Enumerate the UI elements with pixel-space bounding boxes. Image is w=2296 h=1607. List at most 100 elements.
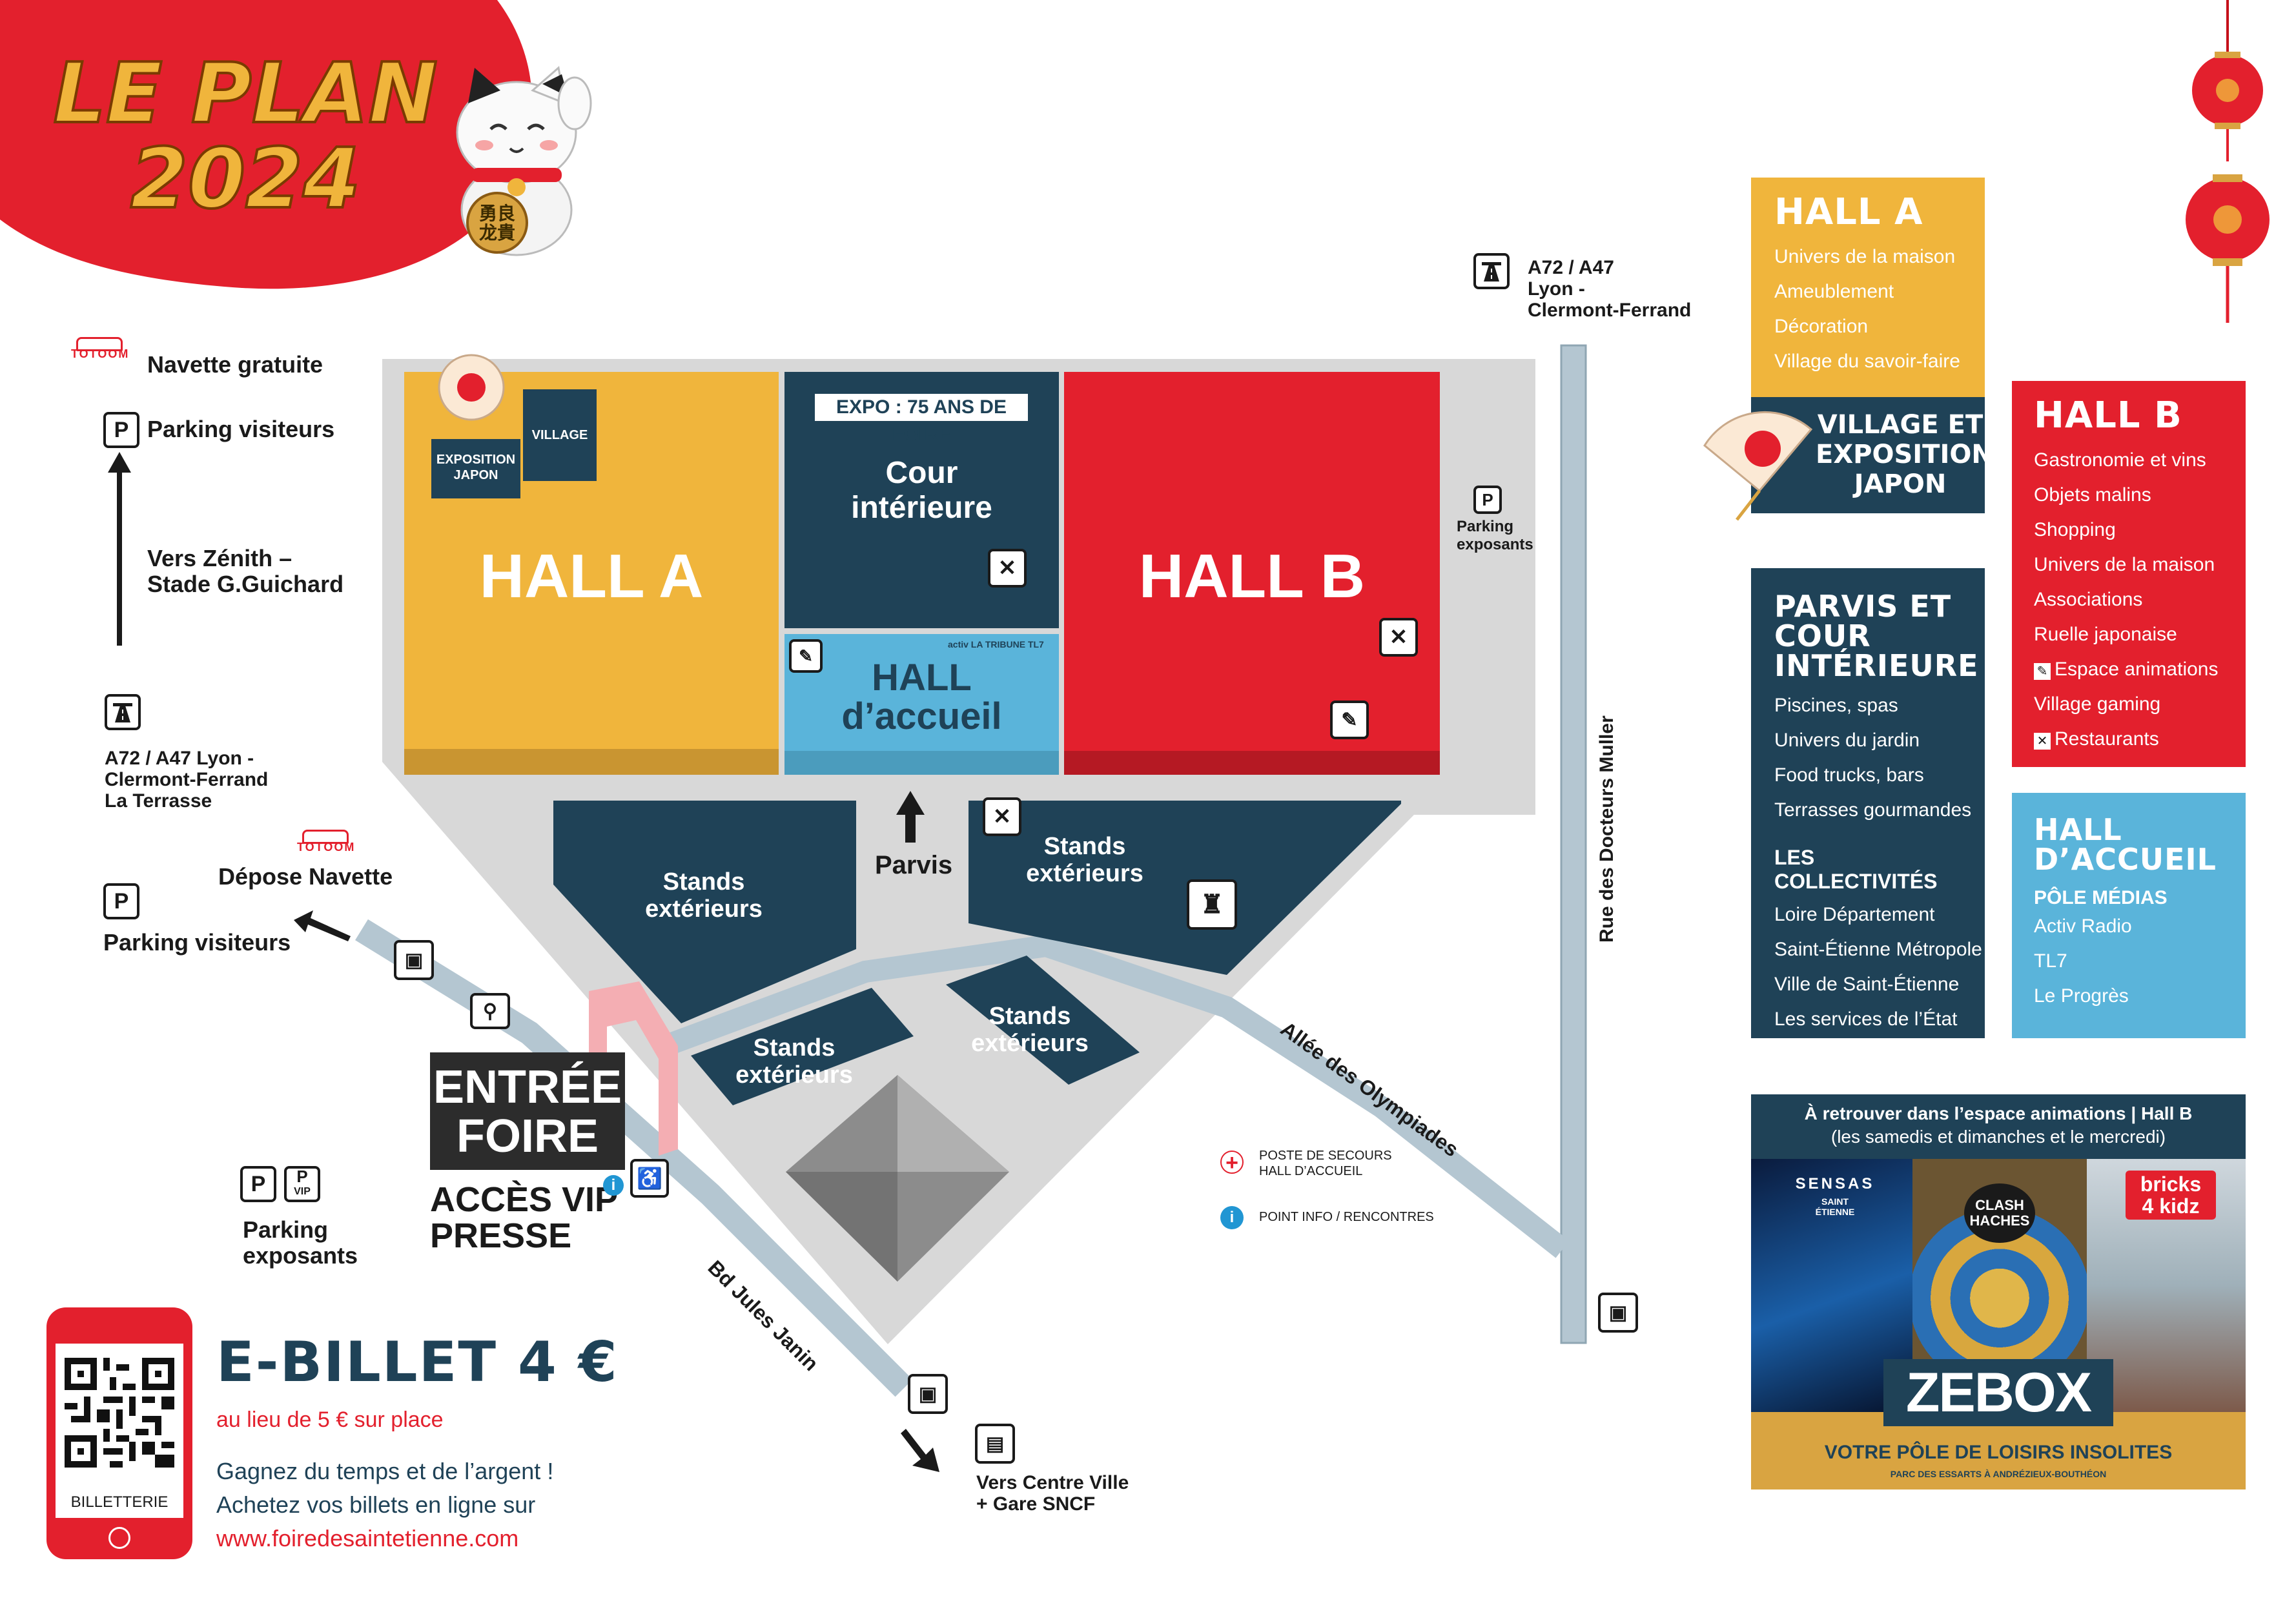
expo-banner: EXPO : 75 ANS DE FOIRE — [815, 394, 1028, 445]
ticket-sub: au lieu de 5 € sur place — [216, 1407, 444, 1432]
promo-address: PARC DES ESSARTS À ANDRÉZIEUX-BOUTHÉON — [1890, 1469, 2107, 1479]
sidebar-accueil-item: Le Progrès — [2034, 985, 2129, 1007]
fan-icon — [1703, 411, 1813, 521]
restaurant-mini-icon: ✕ — [2034, 733, 2051, 750]
lucky-cat-icon — [456, 66, 592, 256]
sidebar-hall-a-title: HALL A — [1774, 191, 1923, 233]
village-label: VILLAGE — [531, 428, 588, 442]
phone-label: BILLETTERIE — [70, 1493, 169, 1511]
bus-icon: ▣ — [394, 940, 434, 980]
highway-icon — [105, 694, 141, 730]
navette-label: Navette gratuite — [147, 351, 323, 378]
sidebar-hall-a: HALL A Univers de la maison Ameublement … — [1751, 178, 1985, 397]
promo-tagline: VOTRE PÔLE DE LOISIRS INSOLITES — [1824, 1442, 2173, 1463]
arrow-up-icon — [108, 452, 131, 646]
stands-block-4 — [946, 956, 1140, 1085]
title-line-2: 2024 — [129, 131, 362, 227]
arrow-left-icon — [294, 910, 351, 941]
rue-label: Rue des Docteurs Muller — [1596, 715, 1617, 943]
cour-label: Cour intérieure — [851, 456, 992, 525]
sidebar-village-title: VILLAGE ET EXPOSITION JAPON — [1816, 410, 1993, 499]
sidebar-parvis-item-2: Les services de l’État — [1774, 1008, 1958, 1030]
sidebar-accueil-item: TL7 — [2034, 950, 2067, 972]
bus-icon-3: ▣ — [908, 1374, 948, 1414]
title-line-1: LE PLAN — [52, 46, 438, 142]
phone-button — [108, 1527, 130, 1549]
ticket-url-link[interactable]: www.foiredesaintetienne.com — [216, 1525, 519, 1551]
sidebar-parvis-item: Piscines, spas — [1774, 695, 1898, 716]
depose-logo: TOTOOM — [297, 841, 356, 854]
sidebar-parvis-list-2: Loire Département Saint-Étienne Métropol… — [1774, 897, 1982, 1037]
sidebar-hall-b-list: Gastronomie et vins Objets malins Shoppi… — [2034, 443, 2224, 757]
sidebar-accueil-item: Activ Radio — [2034, 916, 2132, 937]
sidebar-hall-a-item: Village du savoir-faire — [1774, 351, 1960, 372]
highway-icon-2 — [1473, 253, 1510, 289]
sidebar-hall-a-item: Ameublement — [1774, 281, 1894, 302]
sidebar-hall-b-item-animations: ✎Espace animations — [2034, 652, 2224, 687]
ticket-line-2: Achetez vos billets en ligne sur — [216, 1491, 536, 1518]
sidebar-parvis-item: Univers du jardin — [1774, 730, 1920, 751]
parking-exposants-right-label: Parking exposants — [1457, 518, 1533, 553]
header-blob — [0, 0, 532, 289]
bike-icon: ⚲ — [470, 993, 510, 1029]
sidebar-parvis-item-2: Loire Département — [1774, 904, 1935, 925]
train-icon: ▤ — [975, 1424, 1015, 1464]
sidebar-hall-a-item: Décoration — [1774, 316, 1869, 337]
sidebar-hall-a-item: Univers de la maison — [1774, 246, 1956, 267]
parking-visiteurs-label-2: Parking visiteurs — [103, 929, 291, 956]
page-title: LE PLAN 2024 — [45, 46, 446, 227]
acces-vip-label: ACCÈS VIP PRESSE — [430, 1180, 619, 1255]
a72-top-label: A72 / A47 Lyon - Clermont-Ferrand — [1528, 257, 1692, 321]
promo-line-2: (les samedis et dimanches et le mercredi… — [1830, 1127, 2166, 1147]
phone-icon: BILLETTERIE — [46, 1307, 192, 1559]
sidebar-hall-b-item: Associations — [2034, 589, 2143, 610]
info-icon: i — [603, 1175, 624, 1196]
sidebar-hall-b-title: HALL B — [2034, 394, 2182, 436]
first-aid-icon: + — [1220, 1151, 1244, 1174]
depose-navette-label: Dépose Navette — [218, 863, 393, 890]
parking-visiteurs-label: Parking visiteurs — [147, 416, 335, 442]
sidebar-hall-b: HALL B Gastronomie et vins Objets malins… — [2012, 381, 2246, 767]
lantern-icon — [2186, 0, 2270, 323]
sidebar-hall-a-list: Univers de la maison Ameublement Décorat… — [1774, 240, 1962, 379]
animation-icon-2: ✎ — [1330, 701, 1369, 739]
cat-coin-text: 勇良 龙貴 — [478, 203, 515, 243]
brand-sensas: SENSAS — [1795, 1175, 1875, 1192]
hall-b-label: HALL B — [1138, 542, 1366, 611]
vip-badge: VIP — [294, 1186, 311, 1197]
parking-icon-3: P — [240, 1166, 276, 1202]
entree-foire-label: ENTRÉE FOIRE — [430, 1052, 625, 1170]
sidebar-hall-b-item: Objets malins — [2034, 484, 2151, 506]
restaurant-icon-2: ✕ — [1379, 618, 1418, 657]
brand-bricks: bricks 4 kidz — [2126, 1171, 2216, 1220]
sidebar-hall-b-item: Village gaming — [2034, 693, 2161, 715]
carousel-icon: ♜ — [1187, 879, 1237, 930]
restaurant-icon-3: ✕ — [983, 797, 1021, 836]
sidebar-hall-b-item-text: Restaurants — [2055, 728, 2159, 750]
allee-road — [661, 934, 1570, 1258]
sidebar-accueil: HALL D’ACCUEIL PÔLE MÉDIAS Activ Radio T… — [2012, 793, 2246, 1038]
expo-japon-badge — [431, 439, 520, 498]
sidebar-hall-b-item-text: Espace animations — [2055, 659, 2219, 680]
parking-icon-2: P — [103, 883, 139, 919]
sidebar-village: VILLAGE ET EXPOSITION JAPON — [1751, 397, 1993, 513]
bus-logo-icon — [76, 337, 123, 351]
brand-sensas-sub: SAINT ÉTIENNE — [1815, 1196, 1855, 1217]
accessibility-icon: ♿ — [630, 1159, 669, 1198]
sidebar-parvis-item: Terrasses gourmandes — [1774, 799, 1972, 821]
stands-block-2 — [969, 801, 1401, 975]
hall-a-label: HALL A — [479, 542, 704, 611]
sidebar-accueil-title: HALL D’ACCUEIL — [2034, 812, 2217, 877]
stands-2-label: Stands extérieurs — [1026, 833, 1143, 887]
animation-mini-icon: ✎ — [2034, 663, 2051, 680]
sidebar-hall-b-item: Univers de la maison — [2034, 554, 2215, 575]
info-icon-2: i — [1220, 1206, 1244, 1229]
sidebar-parvis-title: PARVIS ET COUR INTÉRIEURE — [1774, 589, 1979, 683]
sidebar-hall-b-item: Shopping — [2034, 519, 2116, 540]
sidebar-parvis: PARVIS ET COUR INTÉRIEURE Piscines, spas… — [1751, 568, 1985, 1038]
sidebar-accueil-list: Activ Radio TL7 Le Progrès — [2034, 909, 2224, 1014]
expo-japon-label: EXPOSITION JAPON — [436, 453, 516, 482]
animation-icon: ✎ — [789, 639, 823, 673]
